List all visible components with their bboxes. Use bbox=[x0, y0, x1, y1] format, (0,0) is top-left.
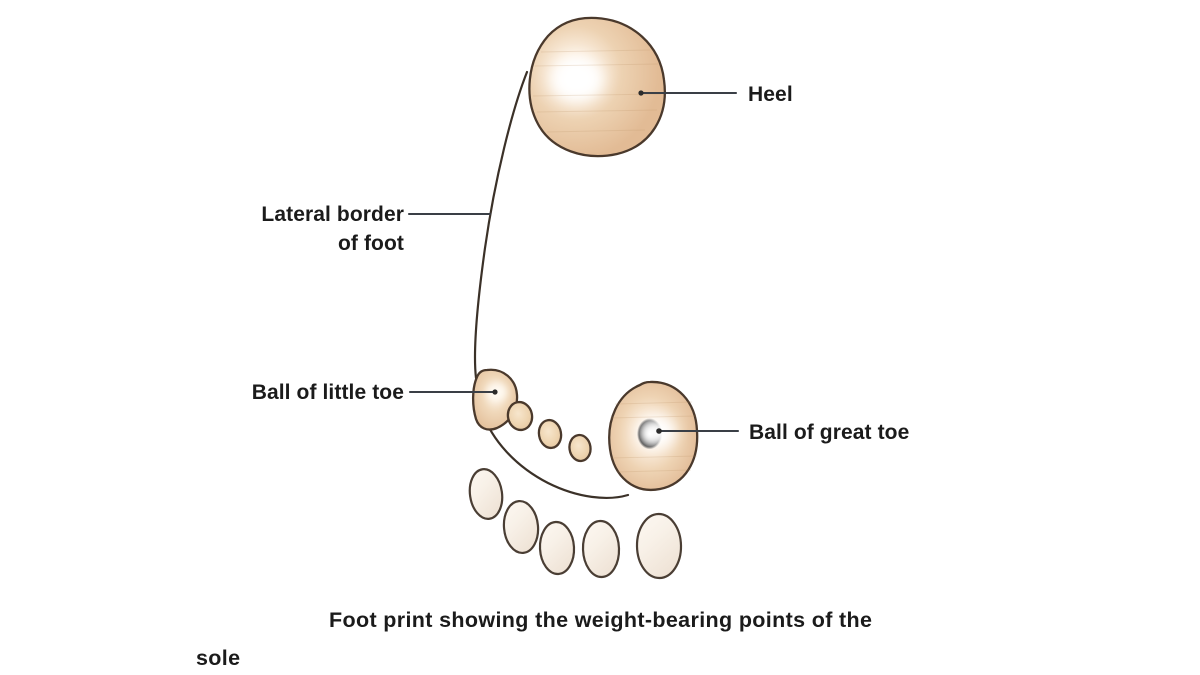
label-heel: Heel bbox=[748, 83, 793, 106]
ball-of-great-toe-pad bbox=[608, 380, 699, 491]
toe-print-5 bbox=[468, 468, 504, 520]
caption-line-2: sole bbox=[196, 646, 240, 670]
label-ball-of-little-toe: Ball of little toe bbox=[252, 381, 404, 404]
toe-print-1 bbox=[635, 512, 683, 580]
label-ball-of-great-toe: Ball of great toe bbox=[749, 421, 909, 444]
label-lateral-border-line1: Lateral border bbox=[261, 203, 404, 226]
great-toe-texture bbox=[609, 401, 698, 473]
label-lateral-border-line2: of foot bbox=[338, 232, 404, 255]
ball-of-great-toe-leader bbox=[656, 428, 740, 434]
metatarsal-pad-3 bbox=[537, 418, 563, 450]
toe-print-2 bbox=[581, 519, 621, 579]
ball-of-little-toe-leader bbox=[408, 389, 498, 395]
heel-pad-highlight bbox=[551, 58, 603, 102]
heel-pad bbox=[528, 16, 666, 158]
metatarsal-pad-2 bbox=[506, 400, 534, 432]
metatarsal-pad-4 bbox=[568, 433, 592, 463]
sole-outline-curve bbox=[480, 410, 630, 499]
heel-pad-texture bbox=[532, 49, 662, 133]
lateral-border-line bbox=[473, 70, 529, 380]
toe-print-3 bbox=[538, 520, 576, 576]
toe-print-4 bbox=[502, 499, 540, 555]
ball-of-little-toe-pad bbox=[471, 368, 519, 431]
heel-leader bbox=[638, 90, 738, 96]
caption-line-1: Foot print showing the weight-bearing po… bbox=[329, 608, 872, 632]
